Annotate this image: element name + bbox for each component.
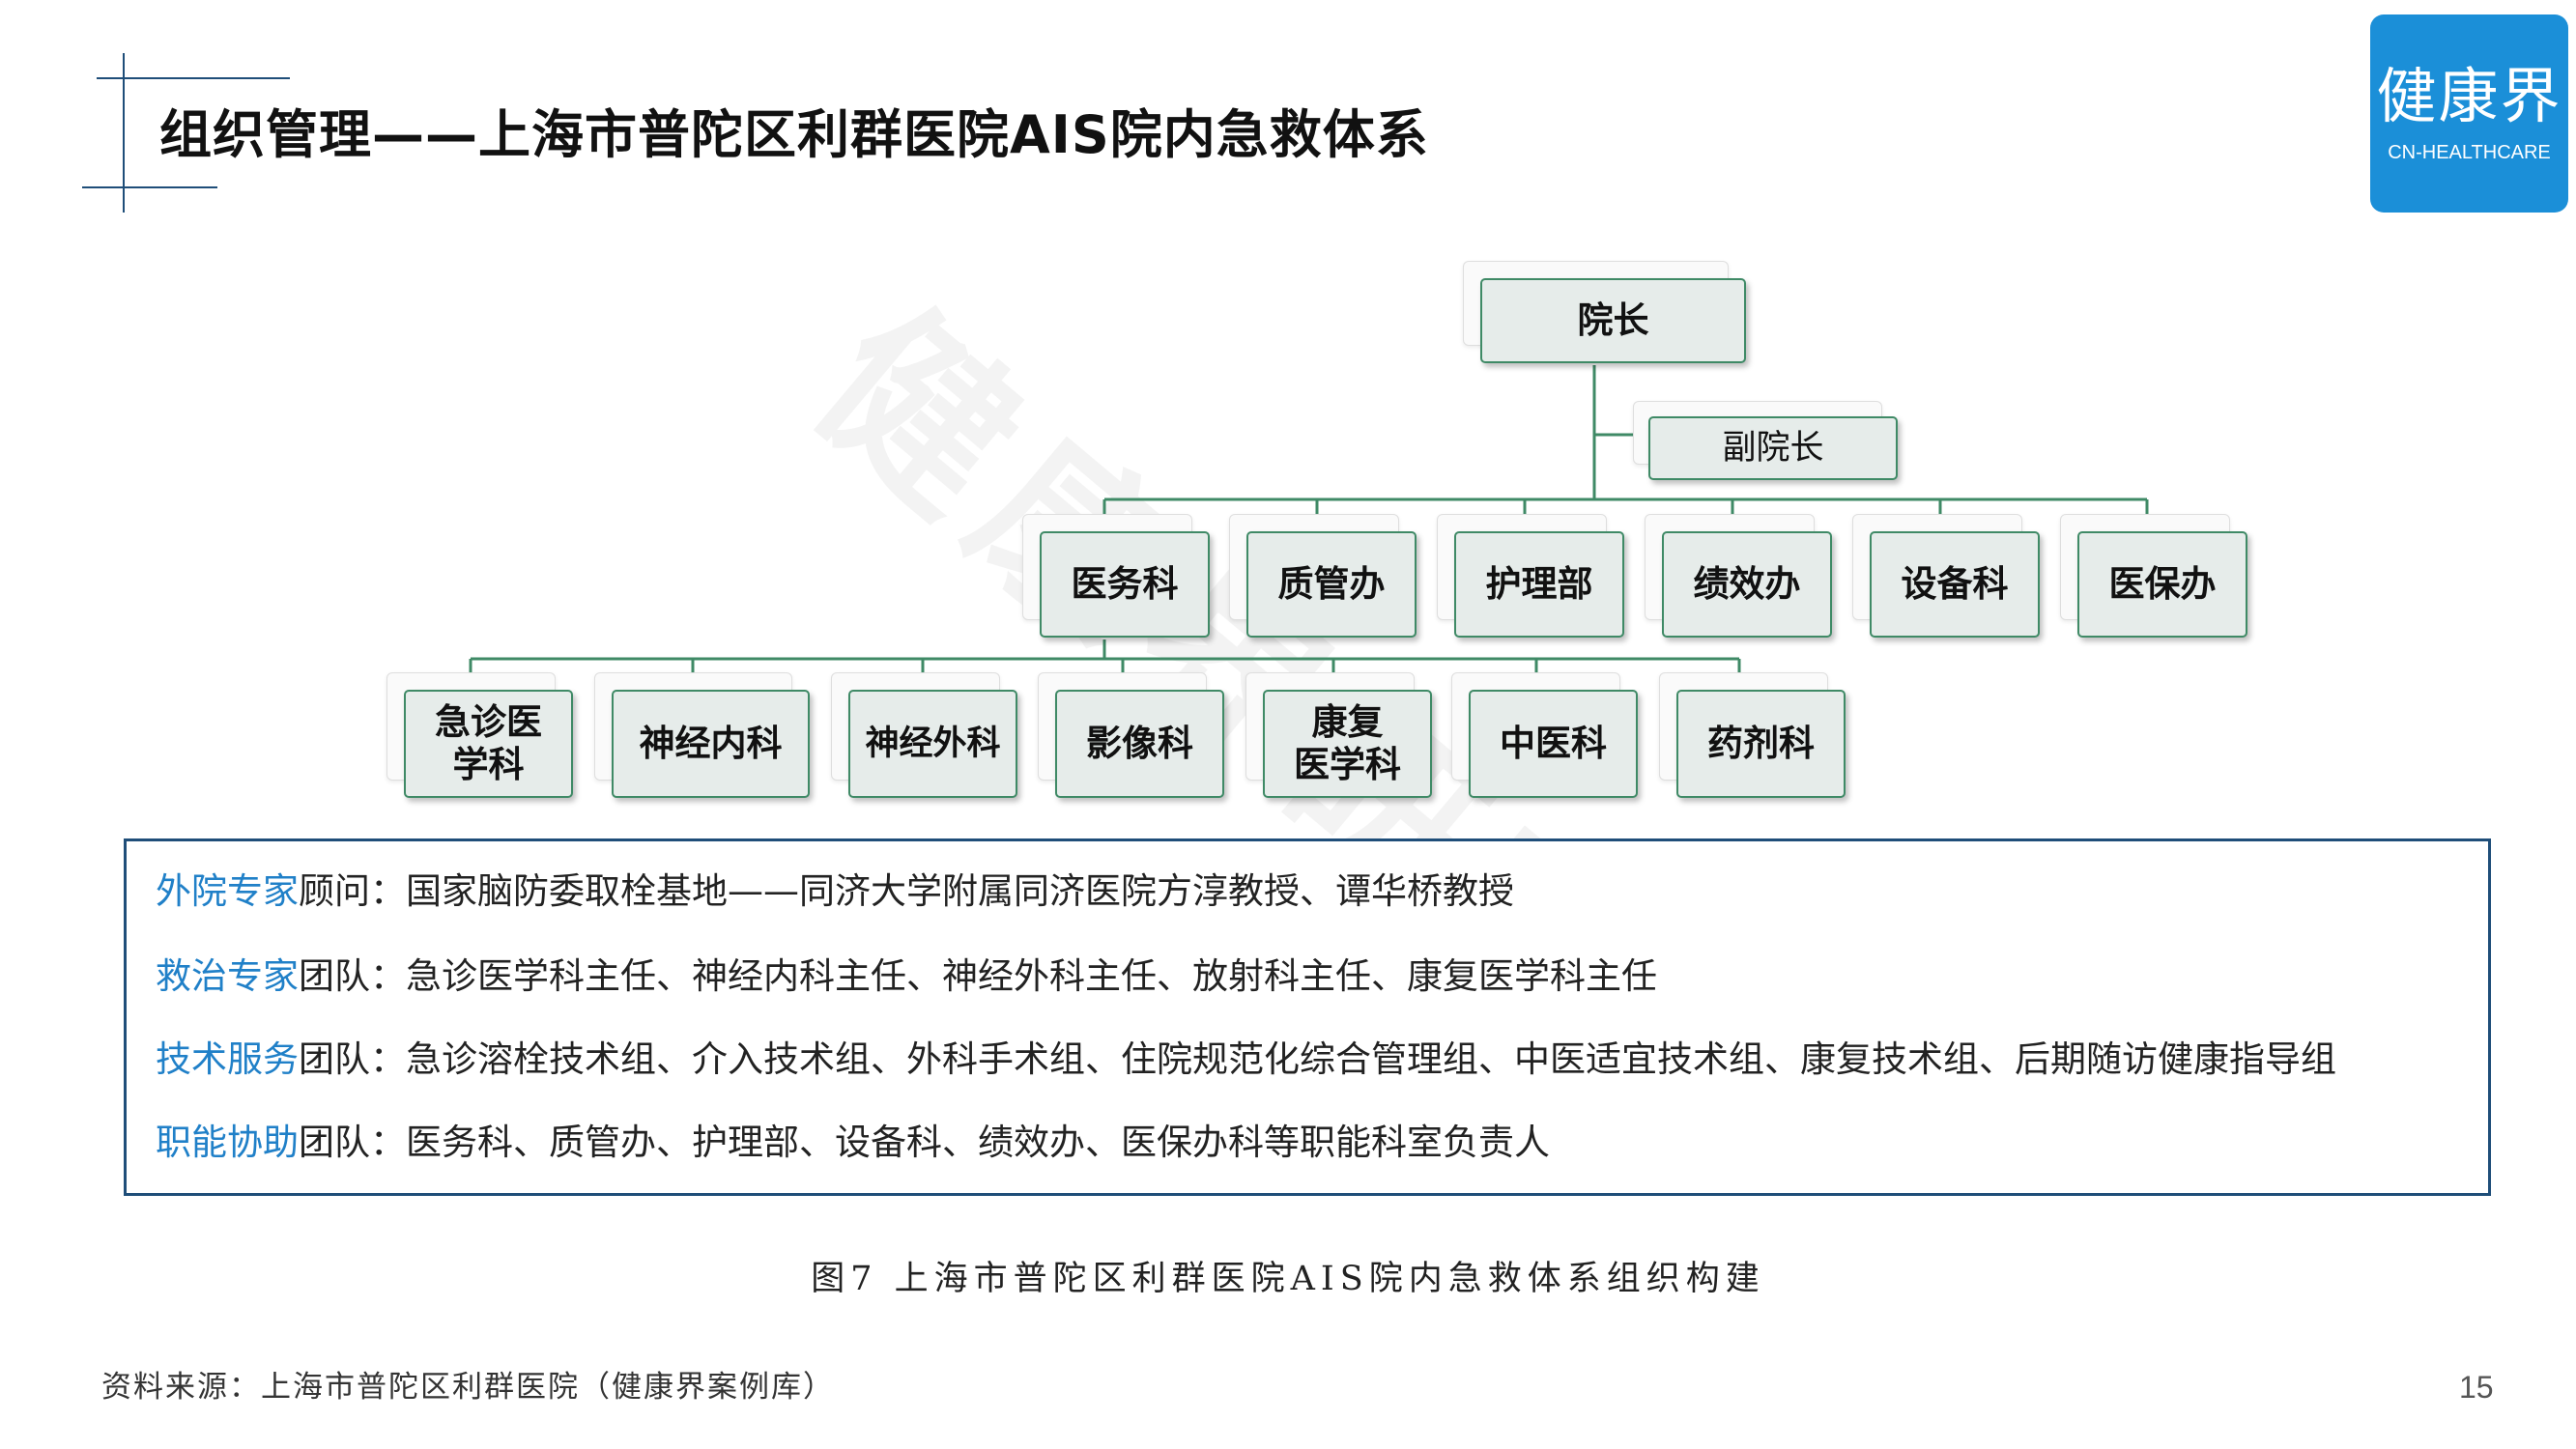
info-row-highlight: 职能协助	[156, 1122, 299, 1163]
org-node-clinical-unit: 药剂科	[1659, 672, 1846, 798]
department-label: 医务科	[1040, 531, 1210, 638]
department-label: 绩效办	[1662, 531, 1832, 638]
org-node-clinical-unit: 中医科	[1451, 672, 1638, 798]
info-row-functional-support: 职能协助团队：医务科、质管办、护理部、设备科、绩效办、医保办科等职能科室负责人	[156, 1114, 1550, 1172]
org-node-president: 院长	[1463, 261, 1746, 363]
clinical-unit-label: 中医科	[1469, 690, 1638, 798]
info-row-label: 团队：	[299, 955, 406, 997]
org-node-deputy-label: 副院长	[1648, 416, 1898, 480]
clinical-unit-label: 神经外科	[848, 690, 1017, 798]
page-title: 组织管理——上海市普陀区利群医院AIS院内急救体系	[159, 104, 1429, 165]
header-decoration-vertical-line	[123, 53, 125, 213]
info-row-text: 急诊溶栓技术组、介入技术组、外科手术组、住院规范化综合管理组、中医适宜技术组、康…	[406, 1038, 2336, 1080]
department-label: 质管办	[1246, 531, 1417, 638]
department-label: 医保办	[2077, 531, 2247, 638]
org-node-department: 护理部	[1437, 514, 1624, 638]
clinical-unit-label: 康复 医学科	[1263, 690, 1432, 798]
org-node-deputy: 副院长	[1633, 401, 1898, 480]
logo-name-en: CN-HEALTHCARE	[2388, 142, 2551, 163]
org-node-clinical-unit: 影像科	[1038, 672, 1224, 798]
clinical-unit-label: 急诊医 学科	[404, 690, 573, 798]
department-label: 护理部	[1454, 531, 1624, 638]
info-row-text: 医务科、质管办、护理部、设备科、绩效办、医保办科等职能科室负责人	[406, 1122, 1550, 1163]
info-row-treatment-experts: 救治专家团队：急诊医学科主任、神经内科主任、神经外科主任、放射科主任、康复医学科…	[156, 948, 1657, 1006]
info-row-external-experts: 外院专家顾问：国家脑防委取栓基地——同济大学附属同济医院方淳教授、谭华桥教授	[156, 863, 1514, 921]
source-note: 资料来源：上海市普陀区利群医院（健康界案例库）	[101, 1370, 835, 1405]
clinical-unit-label: 影像科	[1055, 690, 1224, 798]
info-row-highlight: 外院专家	[156, 870, 299, 912]
org-node-clinical-unit: 康复 医学科	[1245, 672, 1432, 798]
info-row-text: 急诊医学科主任、神经内科主任、神经外科主任、放射科主任、康复医学科主任	[406, 955, 1657, 997]
org-node-department: 医务科	[1022, 514, 1210, 638]
clinical-unit-label: 神经内科	[612, 690, 810, 798]
info-row-highlight: 救治专家	[156, 955, 299, 997]
logo-name-cn: 健康界	[2376, 61, 2562, 131]
header-decoration-top-line	[97, 77, 290, 79]
org-node-clinical-unit: 急诊医 学科	[386, 672, 573, 798]
org-node-department: 绩效办	[1645, 514, 1832, 638]
org-node-clinical-unit: 神经内科	[594, 672, 810, 798]
department-label: 设备科	[1870, 531, 2040, 638]
clinical-unit-label: 药剂科	[1676, 690, 1846, 798]
org-node-department: 设备科	[1852, 514, 2040, 638]
info-row-label: 团队：	[299, 1038, 406, 1080]
org-node-department: 医保办	[2060, 514, 2247, 638]
info-row-label: 团队：	[299, 1122, 406, 1163]
expert-team-info-box: 外院专家顾问：国家脑防委取栓基地——同济大学附属同济医院方淳教授、谭华桥教授 救…	[124, 838, 2491, 1196]
figure-caption: 图7 上海市普陀区利群医院AIS院内急救体系组织构建	[811, 1260, 1765, 1298]
info-row-text: 国家脑防委取栓基地——同济大学附属同济医院方淳教授、谭华桥教授	[406, 870, 1514, 912]
header-decoration-bottom-line	[82, 186, 217, 188]
info-row-technical-service: 技术服务团队：急诊溶栓技术组、介入技术组、外科手术组、住院规范化综合管理组、中医…	[156, 1031, 2336, 1089]
info-row-label: 顾问：	[299, 870, 406, 912]
org-node-department: 质管办	[1229, 514, 1417, 638]
info-row-highlight: 技术服务	[156, 1038, 299, 1080]
page-number: 15	[2459, 1370, 2494, 1405]
brand-logo: 健康界 CN-HEALTHCARE	[2370, 14, 2568, 213]
org-node-president-label: 院长	[1480, 278, 1746, 363]
org-node-clinical-unit: 神经外科	[831, 672, 1017, 798]
